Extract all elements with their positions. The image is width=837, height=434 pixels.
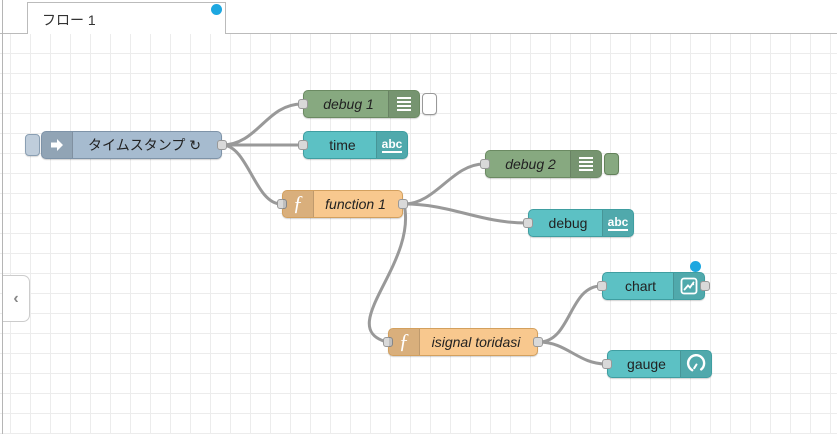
node-label: time (329, 137, 356, 153)
debug-toggle-button[interactable] (604, 153, 619, 175)
wire[interactable] (220, 143, 283, 206)
node-debug-1[interactable]: debug 1 (298, 90, 437, 118)
node-label: タイムスタンプ ↻ (88, 137, 201, 153)
tab-label: フロー 1 (42, 12, 96, 28)
palette-toggle-button[interactable]: ‹ (3, 275, 30, 322)
tab-changed-dot (211, 4, 222, 15)
chevron-left-icon: ‹ (13, 289, 19, 307)
abc-icon: abc (376, 132, 407, 158)
output-port[interactable] (533, 337, 543, 347)
input-port[interactable] (602, 359, 612, 369)
node-label: debug 2 (505, 156, 556, 172)
node-isignal-toridasi[interactable]: ƒ isignal toridasi (383, 328, 543, 356)
wire[interactable] (537, 284, 603, 344)
output-port[interactable] (700, 281, 710, 291)
input-port[interactable] (298, 140, 308, 150)
node-inject-timestamp[interactable]: タイムスタンプ ↻ (25, 131, 227, 159)
tab-flow-1[interactable]: フロー 1 (27, 2, 226, 34)
node-label: chart (624, 278, 657, 294)
abc-icon: abc (602, 210, 633, 236)
debug-list-icon (388, 91, 419, 117)
node-time[interactable]: time abc (298, 131, 408, 159)
node-label: gauge (627, 356, 666, 372)
chart-changed-dot (690, 261, 701, 272)
node-label: debug 1 (323, 96, 374, 112)
workspace-left-border (2, 0, 3, 434)
node-debug-2[interactable]: debug 2 (480, 150, 619, 178)
input-port[interactable] (480, 159, 490, 169)
wire[interactable] (220, 102, 304, 147)
debug-list-icon (570, 151, 601, 177)
function-icon: ƒ (283, 191, 314, 217)
node-gauge[interactable]: gauge (602, 350, 712, 378)
input-port[interactable] (597, 281, 607, 291)
wire[interactable] (367, 202, 408, 344)
output-port[interactable] (217, 140, 227, 150)
node-debug-abc[interactable]: debug abc (523, 209, 634, 237)
inject-trigger-button[interactable] (25, 134, 40, 156)
chart-icon (673, 273, 704, 299)
tab-bar: フロー 1 (0, 0, 837, 34)
node-label: debug (548, 215, 588, 231)
input-port[interactable] (523, 218, 533, 228)
wire[interactable] (402, 202, 529, 225)
node-chart[interactable]: chart (597, 272, 710, 300)
wire[interactable] (537, 340, 608, 366)
node-label: function 1 (325, 196, 386, 212)
node-function-1[interactable]: ƒ function 1 (277, 190, 408, 218)
input-port[interactable] (383, 337, 393, 347)
output-port[interactable] (398, 199, 408, 209)
function-icon: ƒ (389, 329, 420, 355)
wire[interactable] (402, 162, 486, 206)
input-port[interactable] (298, 99, 308, 109)
input-port[interactable] (277, 199, 287, 209)
gauge-icon (680, 351, 711, 377)
inject-arrow-icon (42, 132, 73, 158)
node-label: isignal toridasi (431, 334, 521, 350)
debug-toggle-button[interactable] (422, 93, 437, 115)
